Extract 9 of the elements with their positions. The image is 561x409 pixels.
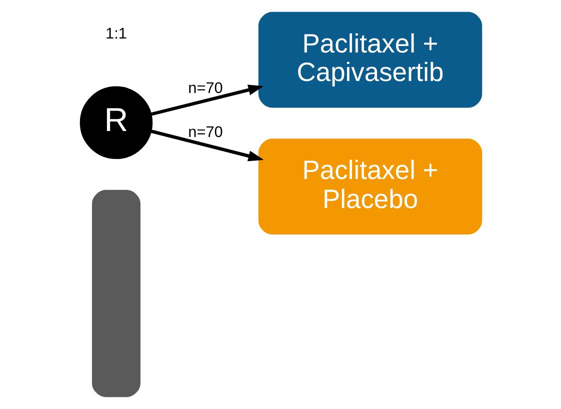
arrow — [150, 130, 264, 162]
node-circle: R — [79, 86, 152, 160]
node-box — [91, 190, 140, 398]
node-box: Paclitaxel + Capivasertib — [258, 12, 482, 108]
arrow — [150, 84, 264, 116]
edge-label: n=70 — [188, 80, 222, 98]
label: 1:1 — [105, 26, 126, 43]
node-box: Paclitaxel + Placebo — [258, 138, 482, 235]
edge-label: n=70 — [188, 124, 222, 142]
